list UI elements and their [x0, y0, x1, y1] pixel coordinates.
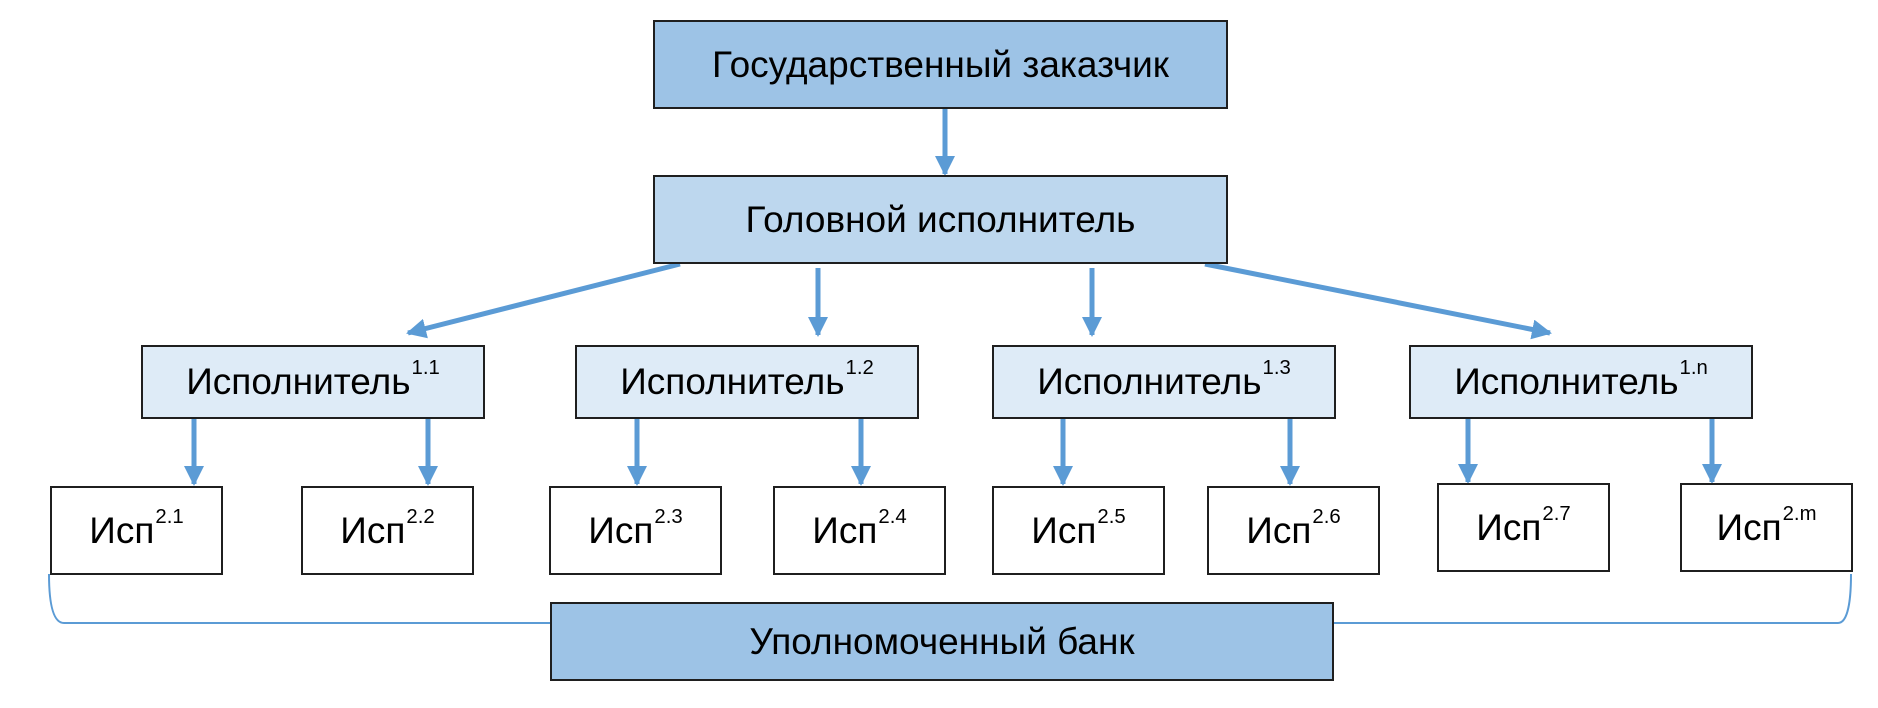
subcontractor-index: 2.3 — [654, 505, 683, 528]
arrow-head-to-isp-1-n — [1204, 261, 1552, 340]
subcontractor-label: Исп — [1031, 509, 1097, 551]
authorized-bank-box: Уполномоченный банк — [550, 602, 1334, 681]
subcontractor-label: Исп — [1476, 506, 1542, 548]
contractor-index: 1.n — [1679, 357, 1708, 380]
subcontractor-label: Исп — [1716, 506, 1782, 548]
contractor-label: Исполнитель — [1454, 361, 1679, 402]
contractor-label: Исполнитель — [620, 361, 845, 402]
subcontractor-index: 2.1 — [155, 505, 184, 528]
state-customer-label: Государственный заказчик — [712, 43, 1169, 85]
contractor-label: Исполнитель — [1037, 361, 1262, 402]
subcontractor-index: 2.6 — [1312, 505, 1341, 528]
arrow-head-to-isp-1-1 — [406, 261, 681, 339]
subcontractor-label: Исп — [89, 509, 155, 551]
subcontractor-label: Исп — [588, 509, 654, 551]
subcontractor-label: Исп — [340, 509, 406, 551]
state-customer-box: Государственный заказчик — [653, 20, 1228, 109]
authorized-bank-label: Уполномоченный банк — [749, 620, 1135, 662]
contractor-index: 1.2 — [845, 357, 874, 380]
subcontractor-label: Исп — [812, 509, 878, 551]
subcontractor-index: 2.7 — [1542, 502, 1571, 525]
contractor-index: 1.3 — [1262, 357, 1291, 380]
subcontractor-index: 2.4 — [878, 505, 907, 528]
head-contractor-box: Головной исполнитель — [653, 175, 1228, 264]
subcontractor-index: 2.m — [1782, 502, 1817, 525]
contractor-index: 1.1 — [411, 357, 440, 380]
subcontractor-label: Исп — [1246, 509, 1312, 551]
bank-bracket — [48, 573, 1852, 624]
contractor-label: Исполнитель — [186, 361, 411, 402]
head-contractor-label: Головной исполнитель — [745, 198, 1136, 240]
subcontractor-index: 2.5 — [1097, 505, 1126, 528]
subcontractor-index: 2.2 — [406, 505, 435, 528]
